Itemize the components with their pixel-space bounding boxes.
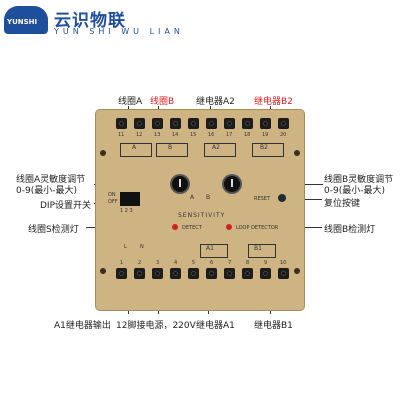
dip-numbers: 1 2 3 xyxy=(120,208,133,214)
label-reset-key: 复位按键 xyxy=(324,199,361,209)
label-relay-b1: 继电器B1 xyxy=(254,321,293,331)
terminal-number: 20 xyxy=(280,132,287,138)
terminal-screw[interactable] xyxy=(134,268,145,279)
mounting-hole xyxy=(100,150,106,156)
terminal-number: 8 xyxy=(246,260,250,266)
terminal-number: 16 xyxy=(208,132,215,138)
terminal-screw[interactable] xyxy=(152,118,163,129)
terminal-number: 14 xyxy=(172,132,179,138)
label-a1-output: A1继电器输出 xyxy=(54,321,111,331)
group-label-b2: B2 xyxy=(260,144,268,151)
detect-led-b xyxy=(226,224,232,230)
terminal-number: 12 xyxy=(136,132,143,138)
group-box-b2 xyxy=(252,143,284,157)
knob-label-b: B xyxy=(206,194,211,201)
label-coil-b: 线圈B xyxy=(150,97,175,107)
terminal-screw[interactable] xyxy=(170,268,181,279)
brand-logo-text: YUNSHI xyxy=(7,18,38,26)
sensitivity-label: SENSITIVITY xyxy=(178,212,226,219)
terminal-number: 1 xyxy=(120,260,124,266)
group-label-b: B xyxy=(168,144,173,151)
label-coil-b-range: 0-9(最小-最大) xyxy=(324,186,385,196)
terminal-number: 18 xyxy=(244,132,251,138)
terminal-screw[interactable] xyxy=(134,118,145,129)
terminal-number: 3 xyxy=(156,260,160,266)
group-box-b xyxy=(156,143,188,157)
label-dip-switch: DIP设置开关 xyxy=(40,201,92,211)
label-coil-b-led: 线圈B检测灯 xyxy=(324,225,376,235)
terminal-screw[interactable] xyxy=(224,118,235,129)
terminal-number: 6 xyxy=(210,260,214,266)
terminal-screw[interactable] xyxy=(242,118,253,129)
terminal-screw[interactable] xyxy=(242,268,253,279)
terminal-screw[interactable] xyxy=(152,268,163,279)
terminal-screw[interactable] xyxy=(188,118,199,129)
mounting-hole xyxy=(294,150,300,156)
terminal-number: 15 xyxy=(190,132,197,138)
label-relay-a2: 继电器A2 xyxy=(196,97,235,107)
group-label-a1: A1 xyxy=(206,245,214,252)
terminal-number: 2 xyxy=(138,260,142,266)
dip-switch[interactable] xyxy=(120,192,140,206)
sensitivity-knob-a[interactable] xyxy=(172,176,188,192)
knob-label-a: A xyxy=(190,194,195,201)
group-box-b1 xyxy=(248,244,276,258)
label-relay-a1: 继电器A1 xyxy=(196,321,235,331)
terminal-screw[interactable] xyxy=(224,268,235,279)
detect-label: DETECT xyxy=(182,225,202,231)
terminal-number: 17 xyxy=(226,132,233,138)
terminal-number: 13 xyxy=(154,132,161,138)
reset-button[interactable] xyxy=(278,194,286,202)
power-n-label: N xyxy=(140,244,144,250)
terminal-screw[interactable] xyxy=(206,268,217,279)
group-label-b1: B1 xyxy=(254,245,262,252)
terminal-screw[interactable] xyxy=(278,268,289,279)
terminal-screw[interactable] xyxy=(260,118,271,129)
terminal-screw[interactable] xyxy=(278,118,289,129)
terminal-number: 10 xyxy=(280,260,287,266)
dip-off-label: OFF xyxy=(108,199,118,205)
label-power: 12脚接电源，220V xyxy=(116,321,196,331)
brand-subtitle: YUN SHI WU LIAN xyxy=(54,27,184,36)
terminal-screw[interactable] xyxy=(260,268,271,279)
terminal-number: 9 xyxy=(264,260,268,266)
terminal-number: 19 xyxy=(262,132,269,138)
label-coil-b-sensitivity: 线圈B灵敏度调节 xyxy=(324,175,394,185)
terminal-screw[interactable] xyxy=(116,118,127,129)
terminal-screw[interactable] xyxy=(206,118,217,129)
group-label-a2: A2 xyxy=(212,144,220,151)
group-box-a1 xyxy=(200,244,228,258)
label-coil-s-led: 线圈S检测灯 xyxy=(28,225,79,235)
brand-title: 云识物联 xyxy=(54,11,126,31)
loop-detector-board: 11 12 13 14 15 16 17 18 19 20 A B A2 B2 … xyxy=(96,110,304,310)
loop-detector-label: LOOP DETECTOR xyxy=(236,225,279,231)
group-label-a: A xyxy=(132,144,137,151)
terminal-screw[interactable] xyxy=(116,268,127,279)
label-coil-a: 线圈A xyxy=(118,97,143,107)
mounting-hole xyxy=(294,268,300,274)
group-box-a xyxy=(120,143,152,157)
terminal-screw[interactable] xyxy=(188,268,199,279)
power-l-label: L xyxy=(124,244,127,250)
label-coil-a-sensitivity: 线圈A灵敏度调节 xyxy=(16,175,86,185)
terminal-number: 7 xyxy=(228,260,232,266)
detect-led-a xyxy=(172,224,178,230)
terminal-number: 4 xyxy=(174,260,178,266)
label-relay-b2: 继电器B2 xyxy=(254,97,293,107)
sensitivity-knob-b[interactable] xyxy=(224,176,240,192)
reset-label: RESET xyxy=(254,196,271,202)
dip-on-label: ON xyxy=(108,192,116,198)
terminal-number: 5 xyxy=(192,260,196,266)
mounting-hole xyxy=(100,268,106,274)
terminal-number: 11 xyxy=(118,132,125,138)
group-box-a2 xyxy=(204,143,236,157)
brand-logo: YUNSHI xyxy=(4,6,48,34)
label-coil-a-range: 0-9(最小-最大) xyxy=(16,186,77,196)
terminal-screw[interactable] xyxy=(170,118,181,129)
